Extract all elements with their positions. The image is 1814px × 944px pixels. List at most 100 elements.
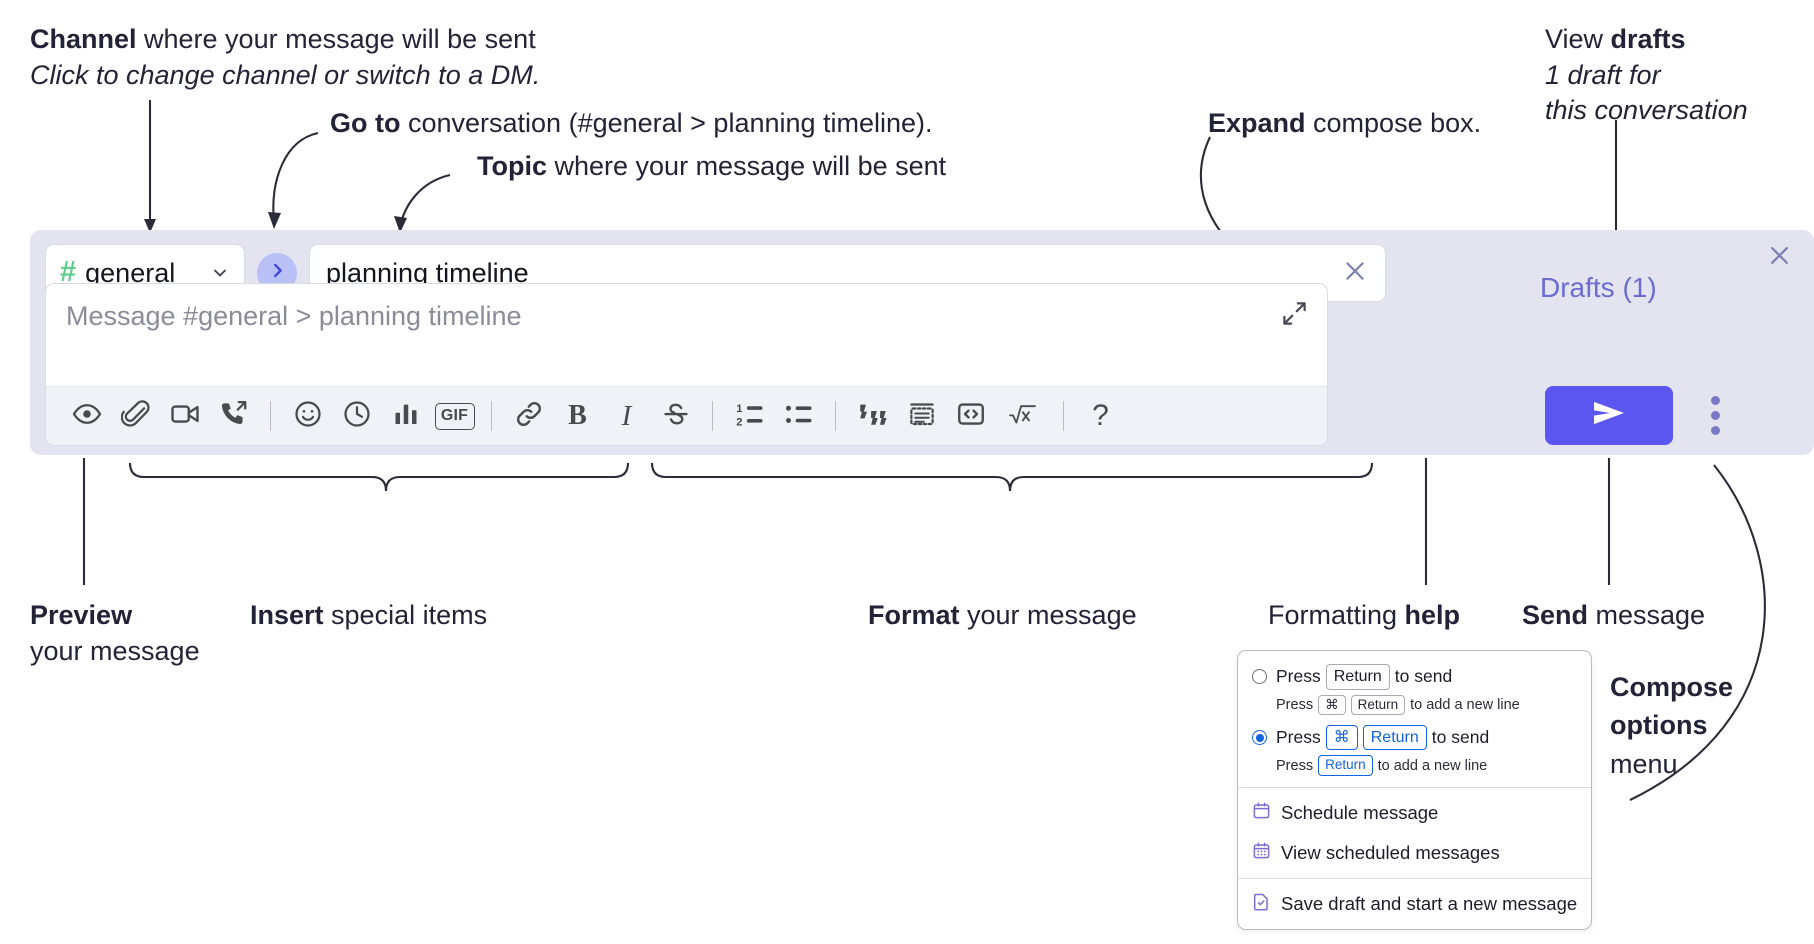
- annotation-format: Format your message: [868, 600, 1137, 630]
- menu-item-label: Schedule message: [1281, 801, 1439, 823]
- send-option-return[interactable]: Press Return to send: [1238, 662, 1591, 692]
- svg-text:2: 2: [736, 416, 742, 428]
- send-paper-plane-icon: [1586, 390, 1632, 441]
- hint-text: Press: [1276, 696, 1314, 713]
- key-return: Return: [1362, 724, 1427, 751]
- blockquote-button[interactable]: [848, 394, 897, 438]
- radio-icon[interactable]: [1252, 669, 1267, 685]
- clear-topic-button[interactable]: [1333, 251, 1377, 295]
- question-mark-icon: ?: [1092, 399, 1109, 432]
- clock-icon: [342, 399, 372, 434]
- bulleted-list-icon: [784, 399, 814, 434]
- send-message-button[interactable]: [1545, 386, 1673, 445]
- option-text: to send: [1431, 727, 1490, 748]
- calendar-icon: [1252, 801, 1271, 825]
- annotation-topic: Topic where your message will be sent: [477, 151, 947, 181]
- key-return: Return: [1318, 755, 1373, 776]
- record-audio-clip-button[interactable]: [209, 394, 258, 438]
- eye-icon: [72, 399, 102, 434]
- gif-button[interactable]: GIF: [430, 394, 479, 438]
- formatting-toolbar: GIF B I: [46, 386, 1327, 445]
- close-icon: [1342, 258, 1368, 289]
- option-text: Press: [1276, 727, 1321, 748]
- angle-brackets-icon: [956, 399, 986, 434]
- schedule-section: Schedule message View scheduled messages: [1238, 788, 1591, 878]
- more-vertical-icon: [1710, 426, 1720, 435]
- bold-icon: B: [568, 400, 587, 431]
- key-command: ⌘: [1325, 724, 1358, 751]
- send-option-cmd-return-hint: Press Return to add a new line: [1238, 752, 1591, 777]
- code-block-button[interactable]: [897, 394, 946, 438]
- menu-item-label: View scheduled messages: [1281, 841, 1500, 863]
- menu-item-schedule-message[interactable]: Schedule message: [1238, 793, 1591, 833]
- annotation-insert: Insert special items: [250, 600, 488, 630]
- bold-button[interactable]: B: [553, 394, 602, 438]
- drafts-link[interactable]: Drafts (1): [1540, 272, 1657, 303]
- bulleted-list-button[interactable]: [774, 394, 823, 438]
- record-video-clip-button[interactable]: [160, 394, 209, 438]
- toolbar-separator: [491, 401, 492, 431]
- formatting-help-button[interactable]: ?: [1076, 394, 1125, 438]
- smiley-face-icon: [293, 399, 323, 434]
- inline-code-button[interactable]: [946, 394, 995, 438]
- italic-button[interactable]: I: [602, 394, 651, 438]
- message-input[interactable]: Message #general > planning timeline: [46, 284, 1327, 386]
- hint-text: to add a new line: [1410, 696, 1520, 713]
- attach-file-button[interactable]: [111, 394, 160, 438]
- math-button[interactable]: [995, 394, 1051, 438]
- key-return: Return: [1350, 694, 1406, 715]
- expand-diagonal-icon: [1281, 300, 1308, 334]
- menu-item-view-scheduled[interactable]: View scheduled messages: [1238, 833, 1591, 873]
- annotation-preview: Preview your message: [30, 600, 200, 666]
- toolbar-separator: [270, 401, 271, 431]
- bar-chart-icon: [391, 399, 421, 434]
- phone-forward-icon: [219, 399, 249, 434]
- annotation-send: Send message: [1522, 600, 1706, 630]
- option-text: Press: [1276, 666, 1321, 687]
- create-poll-button[interactable]: [381, 394, 430, 438]
- square-root-x-icon: [1008, 399, 1038, 434]
- code-block-icon: [907, 399, 937, 434]
- close-compose-button[interactable]: [1762, 241, 1796, 275]
- italic-icon: I: [621, 399, 632, 432]
- ordered-list-button[interactable]: 1 2: [725, 394, 774, 438]
- chevron-down-icon: [210, 263, 230, 283]
- quote-icon: [858, 399, 888, 434]
- key-command: ⌘: [1318, 694, 1346, 715]
- menu-item-save-draft[interactable]: Save draft and start a new message: [1238, 884, 1591, 924]
- topic-input[interactable]: planning timeline: [326, 257, 529, 288]
- emoji-button[interactable]: [283, 394, 332, 438]
- video-camera-icon: [170, 399, 200, 434]
- expand-compose-button[interactable]: [1277, 300, 1311, 334]
- chevron-right-icon: [268, 261, 287, 285]
- close-icon: [1767, 243, 1792, 273]
- send-option-cmd-return[interactable]: Press ⌘ Return to send: [1238, 723, 1591, 753]
- annotation-goto: Go to conversation (#general > planning …: [330, 108, 933, 138]
- compose-options-button[interactable]: [1695, 386, 1735, 445]
- send-option-return-hint: Press ⌘ Return to add a new line: [1238, 692, 1591, 717]
- insert-link-button[interactable]: [504, 394, 553, 438]
- annotation-formatting-help: Formatting help: [1268, 600, 1461, 630]
- document-check-icon: [1252, 892, 1271, 916]
- link-chain-icon: [514, 399, 544, 434]
- gif-icon: GIF: [434, 402, 475, 430]
- message-placeholder: Message #general > planning timeline: [66, 301, 522, 331]
- paperclip-icon: [120, 399, 151, 434]
- annotation-channel: Channel where your message will be sent …: [30, 24, 541, 90]
- strikethrough-button[interactable]: [651, 394, 700, 438]
- hint-text: Press: [1276, 757, 1314, 774]
- menu-divider: [1238, 786, 1591, 788]
- annotation-expand: Expand compose box.: [1208, 108, 1482, 138]
- radio-icon[interactable]: [1252, 730, 1267, 746]
- hint-text: to add a new line: [1377, 757, 1488, 774]
- strikethrough-icon: [661, 399, 691, 434]
- preview-button[interactable]: [62, 394, 111, 438]
- schedule-send-button[interactable]: [332, 394, 381, 438]
- calendar-grid-icon: [1252, 841, 1271, 865]
- svg-text:1: 1: [736, 403, 742, 415]
- hash-icon: #: [60, 255, 77, 288]
- toolbar-separator: [835, 401, 836, 431]
- compose-options-menu: Press Return to send Press ⌘ Return to a…: [1237, 650, 1592, 930]
- annotation-drafts: View drafts 1 draft for this conversatio…: [1545, 24, 1748, 126]
- toolbar-separator: [1063, 401, 1064, 431]
